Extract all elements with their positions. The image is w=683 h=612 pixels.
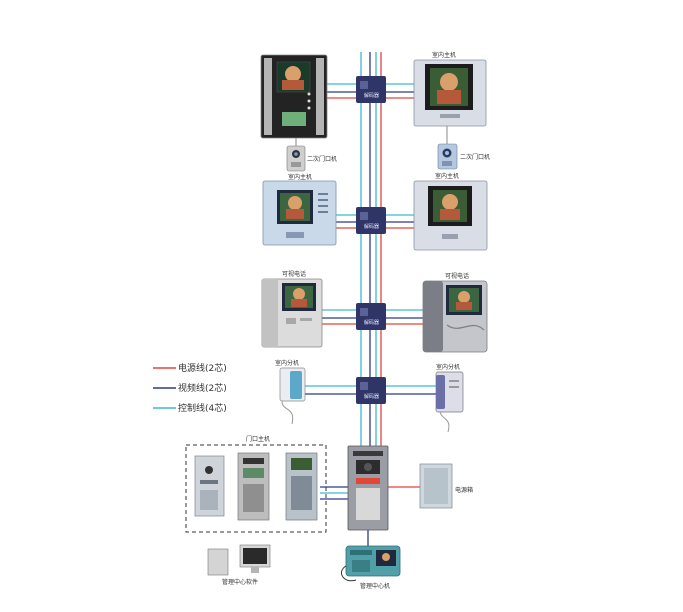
door-station-2 (237, 452, 270, 521)
decoder-hubs: 解码器 解码器 解码器 解码器 (356, 76, 386, 404)
decoder-hub-row1: 解码器 (356, 76, 386, 103)
decoder-label: 解码器 (364, 92, 379, 99)
power-supply-label: 电源箱 (455, 486, 473, 494)
video-phone-left: 可视电话 (261, 270, 323, 348)
door-group-label: 门口主机 (246, 435, 270, 443)
legend: 电源线(2芯) 视频线(2芯) 控制线(4芯) (153, 362, 227, 414)
pc-management-center: 管理中心软件 (207, 544, 271, 586)
audio-handset-right: 室内分机 (435, 363, 464, 433)
door-station-3 (285, 452, 318, 521)
decoder-label: 解码器 (364, 319, 379, 326)
pc-center-label: 管理中心软件 (222, 578, 258, 586)
management-machine: 管理中心机 (341, 545, 401, 590)
outdoor-camera-left: 二次门口机 (286, 145, 337, 172)
indoor-right-row1-label: 室内主机 (432, 51, 456, 59)
outdoor-camera-right: 二次门口机 (437, 143, 490, 170)
decoder-label: 解码器 (364, 223, 379, 230)
power-supply-box: 电源箱 (419, 463, 473, 509)
legend-item-power: 电源线(2芯) (153, 362, 227, 374)
legend-video-label: 视频线(2芯) (178, 382, 227, 394)
indoor-unit-silver-right: 室内主机 (413, 51, 487, 127)
branch-cables (295, 83, 448, 500)
phone-left-row3-label: 可视电话 (282, 270, 306, 278)
legend-control-label: 控制线(4芯) (178, 402, 227, 414)
door-station-1 (194, 455, 225, 517)
outdoor-camera-right-label: 二次门口机 (460, 153, 490, 161)
legend-item-video: 视频线(2芯) (153, 382, 227, 394)
audio-left-row4-label: 室内分机 (275, 359, 299, 367)
phone-right-row3-label: 可视电话 (445, 272, 469, 280)
audio-handset-left: 室内分机 (275, 359, 306, 425)
door-station-group: 门口主机 (185, 435, 327, 533)
decoder-hub-row2: 解码器 (356, 207, 386, 234)
decoder-label: 解码器 (364, 393, 379, 400)
indoor-right-row2-label: 室内主机 (435, 172, 459, 180)
decoder-hub-row3: 解码器 (356, 303, 386, 330)
audio-right-row4-label: 室内分机 (436, 363, 460, 371)
indoor-unit-blue-left: 室内主机 (262, 173, 337, 246)
indoor-unit-dark (260, 54, 328, 139)
management-machine-label: 管理中心机 (360, 582, 390, 590)
main-door-panel (347, 445, 389, 531)
video-phone-right: 可视电话 (422, 272, 488, 353)
legend-power-label: 电源线(2芯) (178, 362, 227, 374)
outdoor-camera-left-label: 二次门口机 (307, 155, 337, 163)
decoder-hub-row4: 解码器 (356, 377, 386, 404)
indoor-unit-silver-right-row2: 室内主机 (413, 172, 488, 251)
legend-item-control: 控制线(4芯) (153, 402, 227, 414)
indoor-left-row2-label: 室内主机 (288, 173, 312, 181)
